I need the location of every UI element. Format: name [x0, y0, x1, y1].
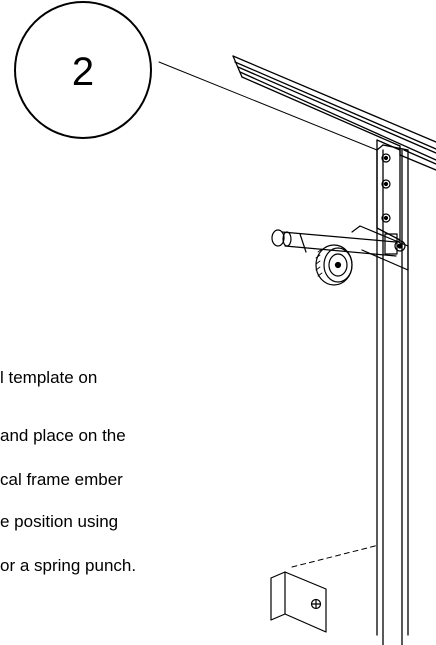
vertical-frame — [376, 144, 409, 645]
top-rail — [232, 55, 436, 171]
bracket-bolts — [381, 153, 391, 223]
step-number: 2 — [71, 49, 95, 94]
roller-assembly — [271, 225, 409, 286]
leader-line — [158, 61, 378, 151]
drill-template — [270, 571, 327, 633]
step-circle — [14, 1, 152, 139]
alignment-line — [291, 544, 380, 568]
